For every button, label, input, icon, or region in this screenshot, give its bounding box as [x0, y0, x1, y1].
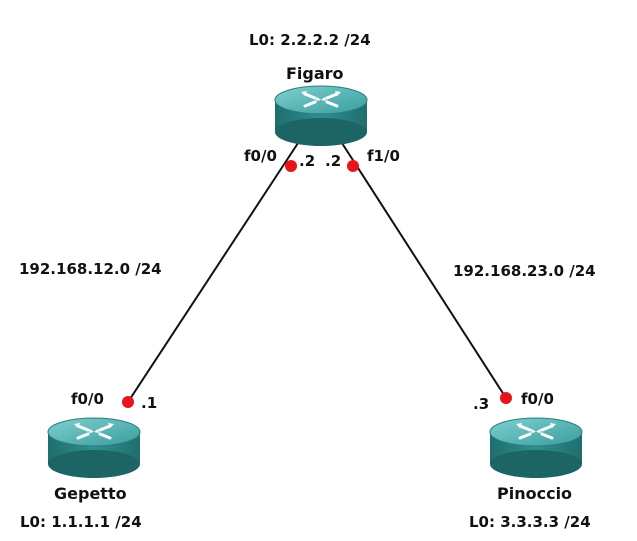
- router-icon-gepetto[interactable]: [46, 416, 142, 480]
- pinoccio-f0-0-label: f0/0: [521, 390, 554, 408]
- pinoccio-name: Pinoccio: [497, 484, 573, 503]
- network-label-12: 192.168.12.0 /24: [19, 260, 162, 278]
- figaro-f1-0-label: f1/0: [367, 147, 400, 165]
- pinoccio-f0-0-host: .3: [473, 395, 490, 413]
- link-figaro-gepetto: [127, 139, 301, 403]
- figaro-loopback: L0: 2.2.2.2 /24: [249, 31, 371, 49]
- figaro-name: Figaro: [286, 64, 344, 83]
- port-gepetto-f0-0[interactable]: [122, 396, 134, 408]
- port-pinoccio-f0-0[interactable]: [500, 392, 512, 404]
- network-label-23: 192.168.23.0 /24: [453, 262, 596, 280]
- figaro-f1-0-host: .2: [325, 152, 342, 170]
- gepetto-f0-0-label: f0/0: [71, 390, 104, 408]
- port-figaro-f1-0[interactable]: [347, 160, 359, 172]
- router-icon-figaro[interactable]: [273, 84, 369, 148]
- figaro-f0-0-host: .2: [299, 152, 316, 170]
- gepetto-f0-0-host: .1: [141, 394, 158, 412]
- router-icon-pinoccio[interactable]: [488, 416, 584, 480]
- gepetto-loopback: L0: 1.1.1.1 /24: [20, 513, 142, 531]
- pinoccio-loopback: L0: 3.3.3.3 /24: [469, 513, 591, 531]
- link-figaro-pinoccio: [339, 139, 507, 399]
- gepetto-name: Gepetto: [54, 484, 127, 503]
- figaro-f0-0-label: f0/0: [244, 147, 277, 165]
- port-figaro-f0-0[interactable]: [285, 160, 297, 172]
